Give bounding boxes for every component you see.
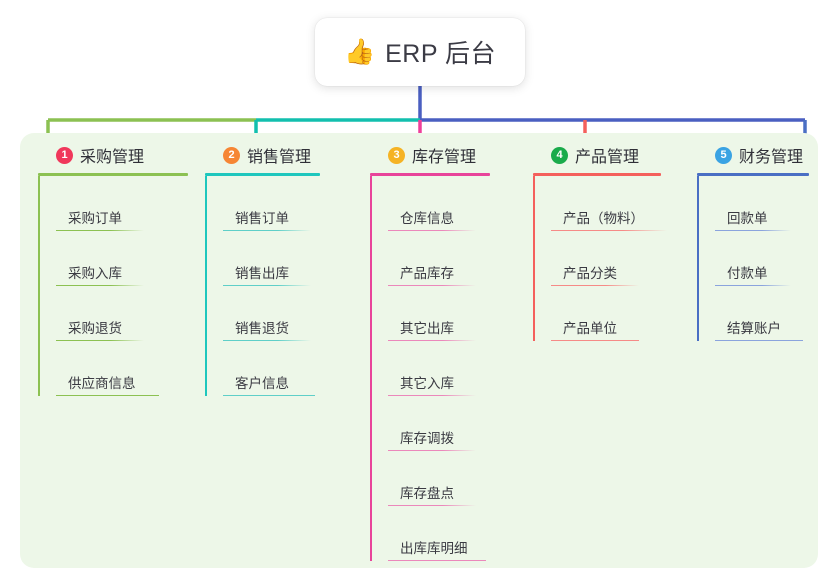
module-item-label: 库存盘点 (400, 485, 454, 501)
module-item-rule (551, 284, 639, 286)
module-item-label: 产品库存 (400, 265, 454, 281)
module-header-5[interactable]: 5 财务管理 (697, 143, 809, 167)
module-item-label: 仓库信息 (400, 210, 454, 226)
module-item-list: 回款单付款单结算账户 (697, 176, 809, 341)
module-item[interactable]: 客户信息 (223, 341, 320, 396)
module-item-rule (223, 394, 315, 396)
module-item[interactable]: 销售出库 (223, 231, 320, 286)
module-item-rule (223, 339, 311, 341)
module-item-label: 销售订单 (235, 210, 289, 226)
module-item-rule (388, 504, 476, 506)
module-item-list: 产品（物料） 产品分类产品单位 (533, 176, 667, 341)
module-item-rule (388, 559, 486, 561)
module-item-rule (56, 394, 159, 396)
module-header-rule (370, 173, 490, 176)
module-item-label: 客户信息 (235, 375, 289, 391)
module-item[interactable]: 采购订单 (56, 176, 188, 231)
module-item-rule (388, 229, 476, 231)
module-header-3[interactable]: 3 库存管理 (370, 143, 490, 167)
module-column-3: 3 库存管理仓库信息产品库存其它出库其它入库库存调拨库存盘点出库库明细 (370, 143, 490, 561)
thumbs-up-icon: 👍 (343, 37, 376, 66)
module-item-rule (551, 339, 639, 341)
module-item-label: 采购订单 (68, 210, 122, 226)
module-item[interactable]: 产品单位 (551, 286, 661, 341)
module-title: 产品管理 (575, 149, 640, 166)
module-item-list: 采购订单采购入库采购退货供应商信息 (38, 176, 188, 396)
module-item[interactable]: 出库库明细 (388, 506, 490, 561)
module-number-badge: 5 (715, 146, 732, 164)
module-number-badge: 4 (551, 146, 568, 164)
module-item[interactable]: 其它入库 (388, 341, 490, 396)
module-item-rule (715, 284, 791, 286)
module-item-rule (388, 284, 476, 286)
module-item-label: 付款单 (727, 265, 768, 281)
module-item[interactable]: 采购入库 (56, 231, 188, 286)
module-item-rule (388, 394, 476, 396)
module-item-list: 仓库信息产品库存其它出库其它入库库存调拨库存盘点出库库明细 (370, 176, 490, 561)
module-number-badge: 2 (223, 146, 240, 164)
module-header-rule (38, 173, 188, 176)
module-column-5: 5 财务管理回款单付款单结算账户 (697, 143, 809, 341)
module-item[interactable]: 产品库存 (388, 231, 490, 286)
module-item[interactable]: 采购退货 (56, 286, 188, 341)
module-item[interactable]: 库存调拨 (388, 396, 490, 451)
module-title: 库存管理 (412, 149, 477, 166)
module-item[interactable]: 结算账户 (715, 286, 809, 341)
module-item[interactable]: 其它出库 (388, 286, 490, 341)
module-item[interactable]: 产品（物料） (551, 176, 667, 231)
module-title: 采购管理 (80, 149, 145, 166)
module-header-rule (533, 173, 661, 176)
module-item-rule (56, 284, 144, 286)
module-item-rule (715, 229, 791, 231)
module-item-rule (223, 284, 311, 286)
module-column-1: 1 采购管理采购订单采购入库采购退货供应商信息 (38, 143, 188, 396)
module-title: 财务管理 (739, 149, 804, 166)
module-item[interactable]: 产品分类 (551, 231, 661, 286)
module-header-2[interactable]: 2 销售管理 (205, 143, 320, 167)
module-item[interactable]: 仓库信息 (388, 176, 490, 231)
module-item-label: 采购退货 (68, 320, 122, 336)
module-number-badge: 1 (56, 146, 73, 164)
module-item-label: 销售出库 (235, 265, 289, 281)
module-item-label: 供应商信息 (68, 375, 136, 391)
module-header-rule (205, 173, 320, 176)
module-item-list: 销售订单销售出库销售退货客户信息 (205, 176, 320, 396)
module-header-1[interactable]: 1 采购管理 (38, 143, 188, 167)
module-item-rule (715, 339, 803, 341)
module-item-rule (388, 449, 476, 451)
module-item-label: 产品（物料） (563, 210, 644, 226)
module-item-rule (388, 339, 476, 341)
module-item-rule (56, 339, 144, 341)
module-item[interactable]: 回款单 (715, 176, 809, 231)
module-column-2: 2 销售管理销售订单销售出库销售退货客户信息 (205, 143, 320, 396)
root-node[interactable]: 👍 ERP 后台 (315, 18, 525, 86)
module-item-label: 回款单 (727, 210, 768, 226)
module-item-label: 其它出库 (400, 320, 454, 336)
module-item[interactable]: 供应商信息 (56, 341, 188, 396)
module-header-4[interactable]: 4 产品管理 (533, 143, 661, 167)
module-item[interactable]: 销售订单 (223, 176, 320, 231)
module-item-label: 销售退货 (235, 320, 289, 336)
module-item-label: 出库库明细 (400, 540, 468, 556)
module-item-label: 采购入库 (68, 265, 122, 281)
module-title: 销售管理 (247, 149, 312, 166)
module-header-rule (697, 173, 809, 176)
root-title: ERP 后台 (385, 40, 497, 68)
module-item-rule (56, 229, 144, 231)
module-item-label: 产品分类 (563, 265, 617, 281)
module-item-rule (551, 229, 667, 231)
module-item-label: 产品单位 (563, 320, 617, 336)
module-item-rule (223, 229, 311, 231)
module-number-badge: 3 (388, 146, 405, 164)
module-item[interactable]: 付款单 (715, 231, 809, 286)
module-item-label: 库存调拨 (400, 430, 454, 446)
module-item[interactable]: 库存盘点 (388, 451, 490, 506)
module-item[interactable]: 销售退货 (223, 286, 320, 341)
module-item-label: 结算账户 (727, 320, 781, 336)
modules-panel (20, 133, 818, 568)
module-item-label: 其它入库 (400, 375, 454, 391)
module-column-4: 4 产品管理产品（物料） 产品分类产品单位 (533, 143, 667, 341)
